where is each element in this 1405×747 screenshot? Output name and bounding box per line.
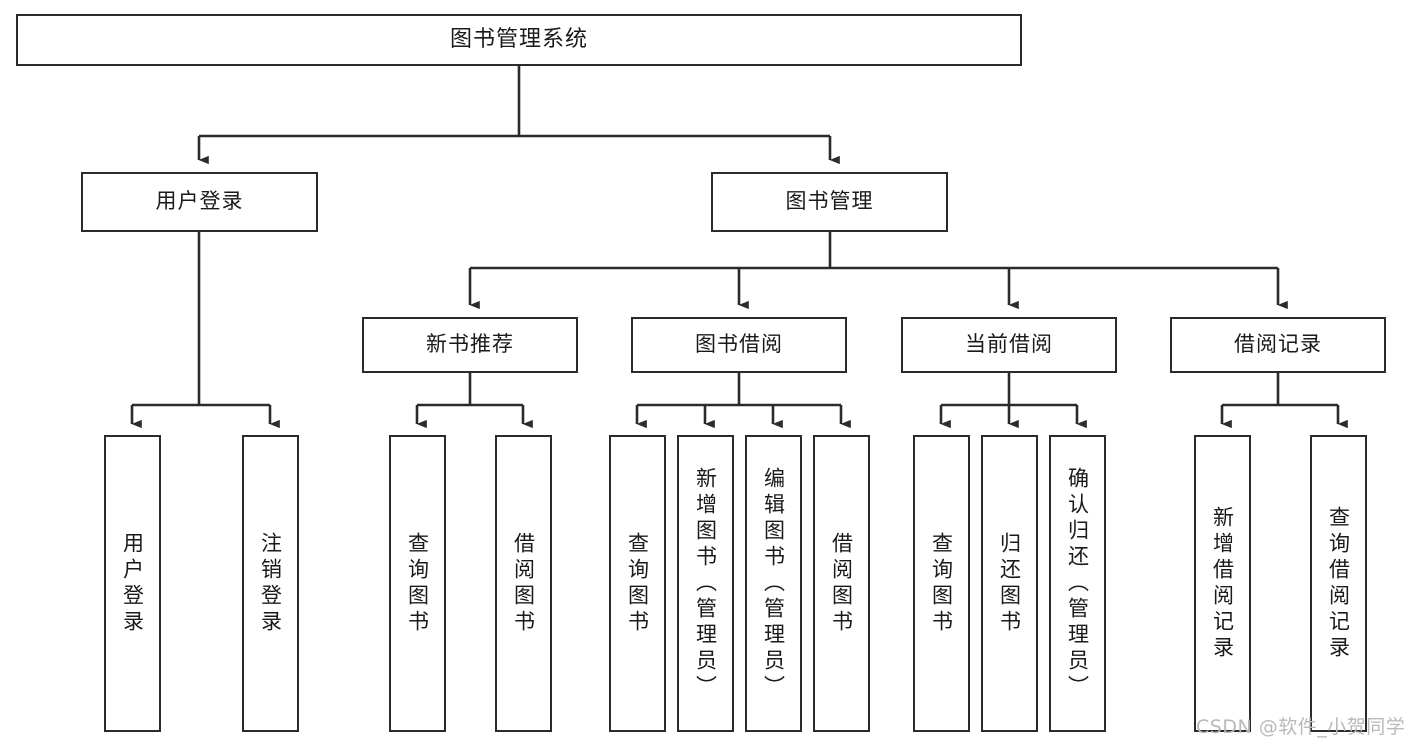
node-new-book-recommend[interactable]: 新书推荐: [362, 317, 578, 373]
leaf-add-book[interactable]: 新增图书（管理员）: [677, 435, 734, 732]
csdn-watermark: CSDN @软件_小贺同学: [1196, 716, 1405, 738]
node-book-borrow[interactable]: 图书借阅: [631, 317, 847, 373]
node-label: 新增图书（管理员）: [693, 466, 718, 701]
node-label: 编辑图书（管理员）: [761, 466, 786, 701]
node-book-management[interactable]: 图书管理: [711, 172, 948, 232]
leaf-query-book-3[interactable]: 查询图书: [913, 435, 970, 732]
node-label: 查询图书: [405, 531, 430, 636]
node-borrow-record[interactable]: 借阅记录: [1170, 317, 1386, 373]
node-label: 归还图书: [997, 531, 1022, 636]
node-current-borrow[interactable]: 当前借阅: [901, 317, 1117, 373]
node-label: 图书借阅: [695, 332, 783, 357]
node-label: 查询借阅记录: [1326, 505, 1351, 662]
node-label: 注销登录: [258, 531, 283, 636]
node-label: 新书推荐: [426, 332, 514, 357]
node-label: 新增借阅记录: [1210, 505, 1235, 662]
node-label: 图书管理: [785, 189, 874, 214]
node-label: 用户登录: [120, 531, 145, 636]
node-label: 借阅图书: [511, 531, 536, 636]
leaf-query-book-2[interactable]: 查询图书: [609, 435, 666, 732]
node-label: 借阅记录: [1234, 332, 1322, 357]
leaf-query-book-1[interactable]: 查询图书: [389, 435, 446, 732]
leaf-confirm-return[interactable]: 确认归还（管理员）: [1049, 435, 1106, 732]
node-label: 确认归还（管理员）: [1065, 466, 1090, 701]
node-label: 查询图书: [929, 531, 954, 636]
node-user-login[interactable]: 用户登录: [81, 172, 318, 232]
leaf-query-borrow-record[interactable]: 查询借阅记录: [1310, 435, 1367, 732]
leaf-user-login[interactable]: 用户登录: [104, 435, 161, 732]
node-label: 当前借阅: [965, 332, 1053, 357]
node-label: 图书管理系统: [449, 26, 588, 52]
leaf-logout-login[interactable]: 注销登录: [242, 435, 299, 732]
leaf-borrow-book-1[interactable]: 借阅图书: [495, 435, 552, 732]
node-root-book-management-system[interactable]: 图书管理系统: [16, 14, 1022, 66]
node-label: 查询图书: [625, 531, 650, 636]
node-label: 用户登录: [155, 189, 244, 214]
leaf-borrow-book-2[interactable]: 借阅图书: [813, 435, 870, 732]
leaf-edit-book[interactable]: 编辑图书（管理员）: [745, 435, 802, 732]
leaf-add-borrow-record[interactable]: 新增借阅记录: [1194, 435, 1251, 732]
leaf-return-book[interactable]: 归还图书: [981, 435, 1038, 732]
node-label: 借阅图书: [829, 531, 854, 636]
